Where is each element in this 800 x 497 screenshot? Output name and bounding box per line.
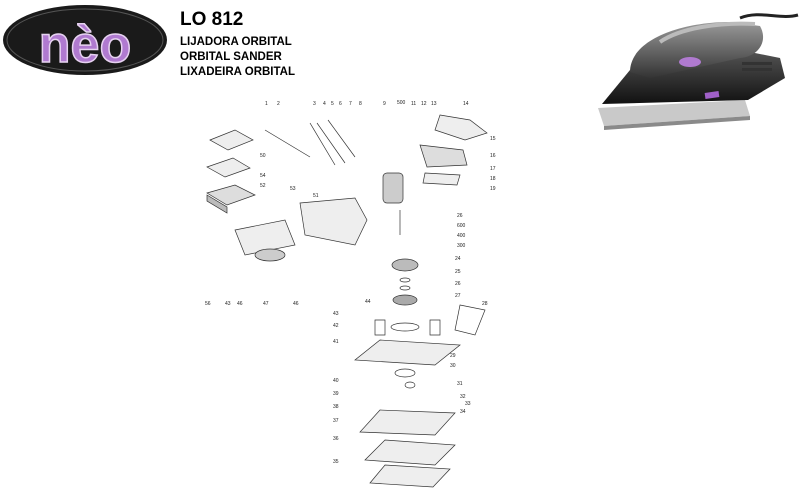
svg-text:24: 24 [455,256,461,262]
svg-text:26: 26 [455,281,461,287]
title-line-en: ORBITAL SANDER [180,51,282,63]
svg-text:15: 15 [490,136,496,142]
svg-text:28: 28 [482,301,488,307]
svg-text:6: 6 [339,101,342,107]
model-number: LO 812 [180,9,244,30]
svg-text:40: 40 [333,378,339,384]
svg-text:13: 13 [431,101,437,107]
svg-text:17: 17 [490,166,496,172]
svg-text:51: 51 [313,193,319,199]
svg-text:56: 56 [205,301,211,307]
title-line-pt: LIXADEIRA ORBITAL [180,66,295,78]
svg-text:46: 46 [237,301,243,307]
svg-text:8: 8 [359,101,362,107]
title-block: LO 812 LIJADORA ORBITAL ORBITAL SANDER L… [180,9,295,80]
svg-text:16: 16 [490,153,496,159]
title-line-es: LIJADORA ORBITAL [180,36,292,48]
svg-text:42: 42 [333,323,339,329]
svg-text:3: 3 [313,101,316,107]
svg-text:41: 41 [333,339,339,345]
svg-text:300: 300 [457,243,466,249]
svg-text:18: 18 [490,176,496,182]
logo-text: nèo [39,16,131,74]
neo-logo: nèo [3,5,167,75]
svg-text:50: 50 [260,153,266,159]
svg-text:35: 35 [333,459,339,465]
svg-text:27: 27 [455,293,461,299]
svg-text:5: 5 [331,101,334,107]
svg-text:36: 36 [333,436,339,442]
svg-text:43: 43 [333,311,339,317]
svg-text:14: 14 [463,101,469,107]
svg-text:4: 4 [323,101,326,107]
svg-text:30: 30 [450,363,456,369]
svg-text:29: 29 [450,353,456,359]
svg-text:1: 1 [265,101,268,107]
svg-text:47: 47 [263,301,269,307]
svg-text:43: 43 [225,301,231,307]
svg-text:33: 33 [465,401,471,407]
svg-text:46: 46 [293,301,299,307]
svg-text:500: 500 [397,100,406,106]
svg-text:32: 32 [460,394,466,400]
svg-text:25: 25 [455,269,461,275]
svg-text:600: 600 [457,223,466,229]
product-photo [598,13,799,130]
svg-text:53: 53 [290,186,296,192]
svg-text:38: 38 [333,404,339,410]
svg-text:26: 26 [457,213,463,219]
svg-text:31: 31 [457,381,463,387]
svg-text:37: 37 [333,418,339,424]
svg-text:54: 54 [260,173,266,179]
svg-text:2: 2 [277,101,280,107]
svg-text:12: 12 [421,101,427,107]
svg-text:34: 34 [460,409,466,415]
svg-text:52: 52 [260,183,266,189]
svg-text:44: 44 [365,299,371,305]
svg-text:7: 7 [349,101,352,107]
svg-text:11: 11 [411,101,416,107]
svg-text:19: 19 [490,186,496,192]
svg-text:39: 39 [333,391,339,397]
svg-text:400: 400 [457,233,466,239]
svg-text:9: 9 [383,101,386,107]
